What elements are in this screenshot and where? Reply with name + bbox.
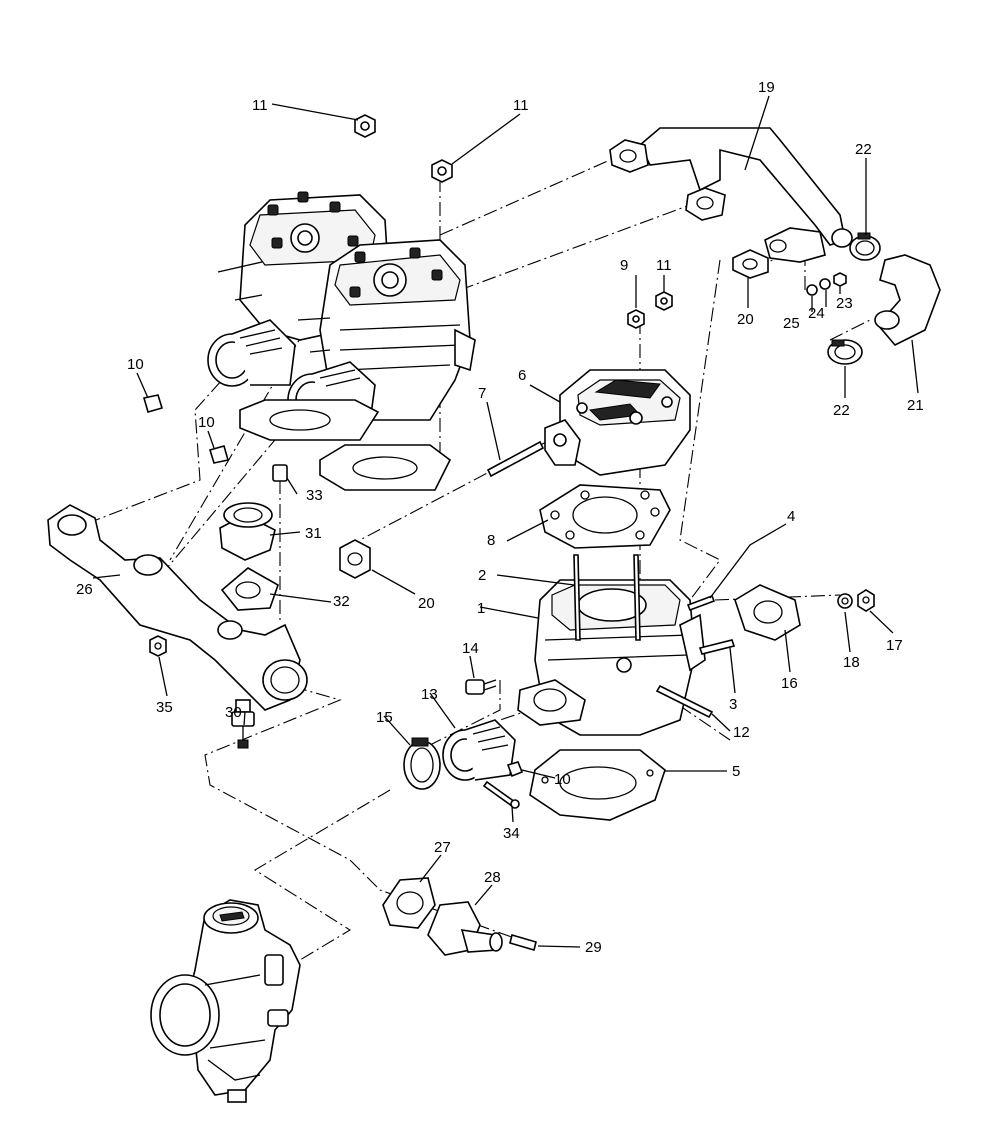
base-gasket-5 [529, 749, 666, 821]
callout-10: 10 [127, 356, 144, 373]
leader-lines [92, 95, 919, 948]
clamp-15 [403, 737, 441, 790]
callout-11: 11 [513, 97, 529, 114]
stud-3 [698, 639, 736, 655]
callout-20: 20 [737, 311, 754, 328]
callout-29: 29 [585, 939, 602, 956]
stud-12 [655, 684, 714, 719]
callout-12: 12 [733, 724, 750, 741]
callout-14: 14 [462, 640, 479, 657]
temp-sensor-30 [231, 699, 255, 749]
nut-17 [857, 589, 875, 612]
screw-29 [509, 933, 537, 952]
callout-18: 18 [843, 654, 860, 671]
cylinder-head-6 [544, 369, 691, 476]
studs-2 [573, 554, 641, 641]
callout-10: 10 [554, 771, 571, 788]
fitting-33 [272, 464, 288, 482]
callout-11: 11 [656, 257, 672, 274]
head-gasket-8 [539, 484, 671, 549]
callout-11: 11 [252, 97, 268, 114]
callout-numbers: 11 11 19 22 9 11 20 25 24 23 21 22 10 6 … [76, 79, 924, 956]
fitting-10-left-bottom [208, 445, 230, 464]
callout-17: 17 [886, 637, 903, 654]
stud-4 [686, 594, 716, 612]
callout-20: 20 [418, 595, 435, 612]
callout-4: 4 [787, 508, 795, 525]
callout-9: 9 [620, 257, 628, 274]
nut-35 [149, 635, 167, 657]
callout-31: 31 [305, 525, 322, 542]
callout-10: 10 [198, 414, 215, 431]
assembled-engine-reference [207, 191, 476, 491]
callout-33: 33 [306, 487, 323, 504]
callout-30: 30 [225, 704, 242, 721]
callout-6: 6 [518, 367, 526, 384]
fitting-10-bottom [506, 761, 524, 778]
callout-1: 1 [477, 600, 485, 617]
hose-clamp-22-top [849, 232, 881, 261]
water-outlet-28 [427, 901, 503, 956]
callout-22: 22 [855, 141, 872, 158]
nut-11-top-left [354, 114, 376, 138]
nut-11-top-center [431, 159, 453, 183]
callout-16: 16 [781, 675, 798, 692]
callout-3: 3 [729, 696, 737, 713]
callout-24: 24 [808, 305, 825, 322]
screw-14 [465, 679, 497, 695]
callout-22: 22 [833, 402, 850, 419]
fitting-10-left-top [142, 394, 164, 413]
hose-clamp-22-bottom [827, 339, 863, 365]
callout-23: 23 [836, 295, 853, 312]
coolant-manifold-26 [47, 504, 308, 711]
callout-8: 8 [487, 532, 495, 549]
callout-34: 34 [503, 825, 520, 842]
carburetor [150, 899, 301, 1103]
callout-2: 2 [478, 567, 486, 584]
callout-26: 26 [76, 581, 93, 598]
exhaust-gasket-16 [734, 584, 801, 641]
cylinder-1 [517, 579, 706, 736]
exhaust-gasket-20-right [732, 249, 769, 279]
gasket-27 [382, 877, 436, 929]
callout-7: 7 [478, 385, 486, 402]
callout-19: 19 [758, 79, 775, 96]
washer-18 [837, 593, 853, 609]
hose-21 [874, 254, 941, 346]
bolt-34 [482, 780, 520, 809]
exhaust-gasket-20-left [339, 539, 371, 579]
stud-7 [486, 440, 545, 478]
callout-35: 35 [156, 699, 173, 716]
callout-32: 32 [333, 593, 350, 610]
callout-28: 28 [484, 869, 501, 886]
callout-27: 27 [434, 839, 451, 856]
callout-5: 5 [732, 763, 740, 780]
exhaust-manifold-19 [609, 127, 853, 263]
gasket-32 [220, 567, 279, 611]
alignment-lines [69, 159, 871, 961]
callout-13: 13 [421, 686, 438, 703]
callout-15: 15 [376, 709, 393, 726]
callout-21: 21 [907, 397, 924, 414]
nut-11-right [655, 291, 673, 311]
nut-9 [627, 309, 645, 329]
washer-nut-23-24-25 [806, 272, 847, 296]
intake-boot-13 [442, 719, 516, 781]
adapter-31 [219, 502, 276, 561]
callout-25: 25 [783, 315, 800, 332]
